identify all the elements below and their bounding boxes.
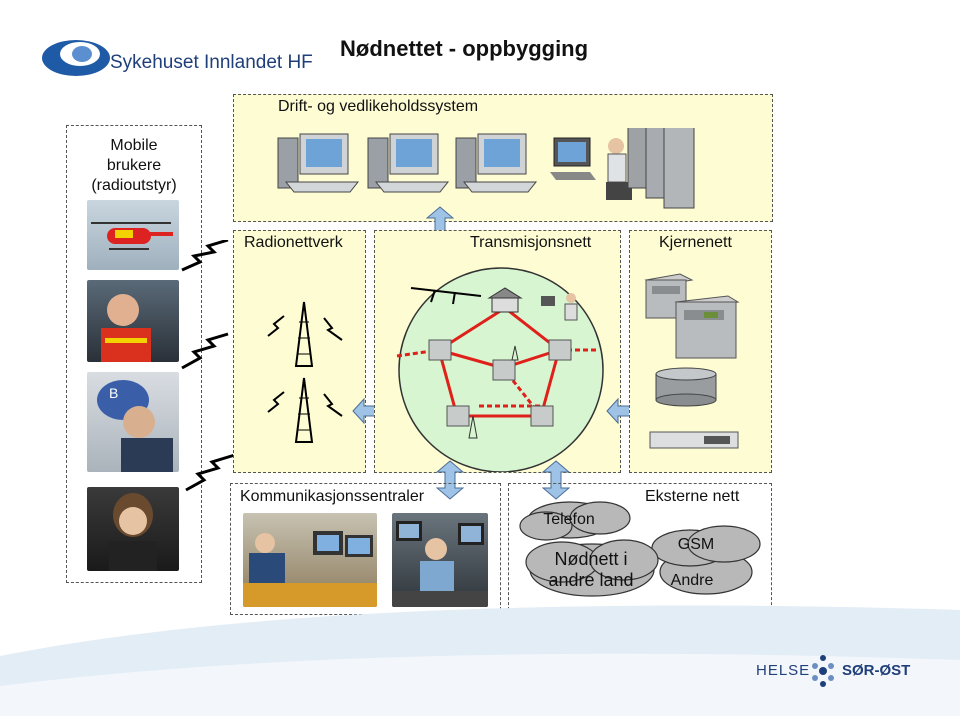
storage-cylinder-icon <box>655 367 717 407</box>
radio-link-2 <box>181 332 229 370</box>
paramedic-photo <box>87 280 179 362</box>
tower-icon <box>267 301 343 367</box>
helse-sor-ost-logo: HELSE SØR-ØST <box>756 654 916 690</box>
radio-link-1 <box>181 240 229 272</box>
comm-center-photo-2 <box>392 513 488 607</box>
nodnett-label: Nødnett i andre land <box>530 549 652 591</box>
telefon-cloud <box>519 501 631 541</box>
comm-centers-label: Kommunikasjonssentraler <box>240 488 425 505</box>
logo-text: Sykehuset Innlandet HF <box>110 52 313 73</box>
antenna-icon <box>410 287 482 305</box>
gsm-cloud <box>651 525 761 595</box>
external-networks-label: Eksterne nett <box>645 488 740 505</box>
maintenance-label: Drift- og vedlikeholdssystem <box>278 98 479 115</box>
core-equipment <box>644 273 740 449</box>
page-title: Nødnettet - oppbygging <box>340 36 589 61</box>
driver-icon <box>109 493 157 571</box>
nodnett-line1: Nødnett i <box>554 549 628 569</box>
paramedic-icon <box>101 294 151 362</box>
comm-center-photo-1 <box>243 513 377 607</box>
comm-arrow <box>436 460 464 500</box>
rack-unit-icon <box>649 431 739 449</box>
switch-node <box>530 405 554 427</box>
radio-link-3 <box>185 452 239 492</box>
switch-node <box>428 339 452 361</box>
footer-logo-left: HELSE <box>756 662 811 679</box>
building-icon <box>487 287 523 313</box>
radio-network-label: Radionettverk <box>244 234 343 251</box>
switch-node <box>446 405 470 427</box>
switch-node <box>492 359 516 381</box>
telefon-label: Telefon <box>543 511 595 528</box>
andre-label: Andre <box>670 572 714 589</box>
gsm-label: GSM <box>677 536 715 553</box>
external-clouds <box>519 501 761 597</box>
external-arrow <box>542 460 570 500</box>
operator-icon <box>541 293 578 321</box>
driver-photo <box>87 487 179 571</box>
mobile-users-label: Mobile brukere (radioutstyr) <box>66 136 202 196</box>
mobile-label-line1: Mobile <box>110 137 158 154</box>
mobile-label-line3: (radioutstyr) <box>91 177 177 194</box>
small-tower-icon <box>468 345 519 439</box>
tower-icon <box>267 377 343 443</box>
logo-swirl-icon <box>42 40 110 76</box>
maintenance-computers <box>276 101 776 217</box>
police-icon: B <box>97 380 173 472</box>
footer-dots-icon <box>812 655 834 687</box>
helicopter-photo <box>87 200 179 270</box>
transmission-network <box>396 267 604 472</box>
computers-icon <box>277 101 695 209</box>
nodnett-line2: andre land <box>548 570 634 590</box>
server-rack-icon <box>674 295 740 359</box>
police-photo: B <box>87 372 179 472</box>
footer-wave <box>0 605 960 716</box>
footer-logo-right: SØR-ØST <box>842 662 911 679</box>
operator-police-icon <box>392 521 488 607</box>
operator-desk-icon <box>243 531 377 607</box>
mobile-label-line2: brukere <box>106 157 162 174</box>
mobile-users-box <box>66 125 202 583</box>
nodnett-cloud <box>525 539 659 597</box>
svg-text:B: B <box>109 385 118 401</box>
switch-node <box>548 339 572 361</box>
sykehuset-logo: Sykehuset Innlandet HF <box>40 28 313 88</box>
core-network-label: Kjernenett <box>659 234 732 251</box>
radio-towers <box>267 301 343 443</box>
radio-network-box <box>233 230 366 473</box>
radio-links <box>181 240 239 492</box>
transmission-label: Transmisjonsnett <box>470 234 592 251</box>
helicopter-icon <box>91 222 173 250</box>
